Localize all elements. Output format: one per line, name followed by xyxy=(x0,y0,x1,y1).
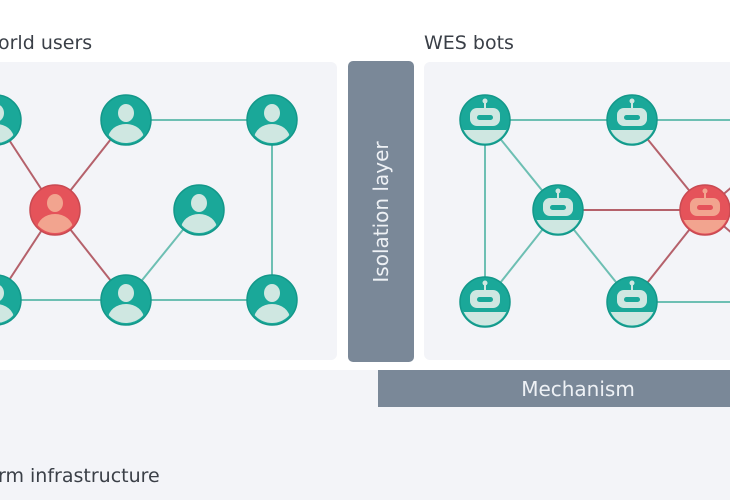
platform-infrastructure-label: rm infrastructure xyxy=(0,465,160,487)
isolation-layer-bar: Isolation layer xyxy=(348,61,414,362)
user-node xyxy=(246,274,298,326)
compromised-user-node xyxy=(29,184,81,236)
user-icon xyxy=(0,104,14,143)
user-node xyxy=(173,184,225,236)
bot-node xyxy=(606,276,658,328)
user-icon xyxy=(181,194,217,233)
user-icon xyxy=(254,104,290,143)
robot-icon xyxy=(461,280,509,326)
compromised-bot-node xyxy=(679,184,730,236)
robot-icon xyxy=(534,188,582,234)
user-node xyxy=(246,94,298,146)
robot-icon xyxy=(681,188,729,234)
user-node xyxy=(100,94,152,146)
bot-node xyxy=(459,94,511,146)
robot-icon xyxy=(608,98,656,144)
bot-node xyxy=(532,184,584,236)
user-icon xyxy=(0,284,14,323)
user-icon xyxy=(108,104,144,143)
bot-node xyxy=(606,94,658,146)
wes-bots-title: WES bots xyxy=(424,32,514,54)
user-icon xyxy=(254,284,290,323)
real-world-users-title: orld users xyxy=(0,32,93,54)
user-icon xyxy=(108,284,144,323)
user-node xyxy=(100,274,152,326)
mechanism-label: Mechanism xyxy=(521,376,635,401)
user-node xyxy=(0,274,22,326)
robot-icon xyxy=(608,280,656,326)
bot-node xyxy=(459,276,511,328)
mechanism-bar: Mechanism xyxy=(378,370,730,407)
user-node xyxy=(0,94,22,146)
user-icon xyxy=(37,194,73,233)
robot-icon xyxy=(461,98,509,144)
